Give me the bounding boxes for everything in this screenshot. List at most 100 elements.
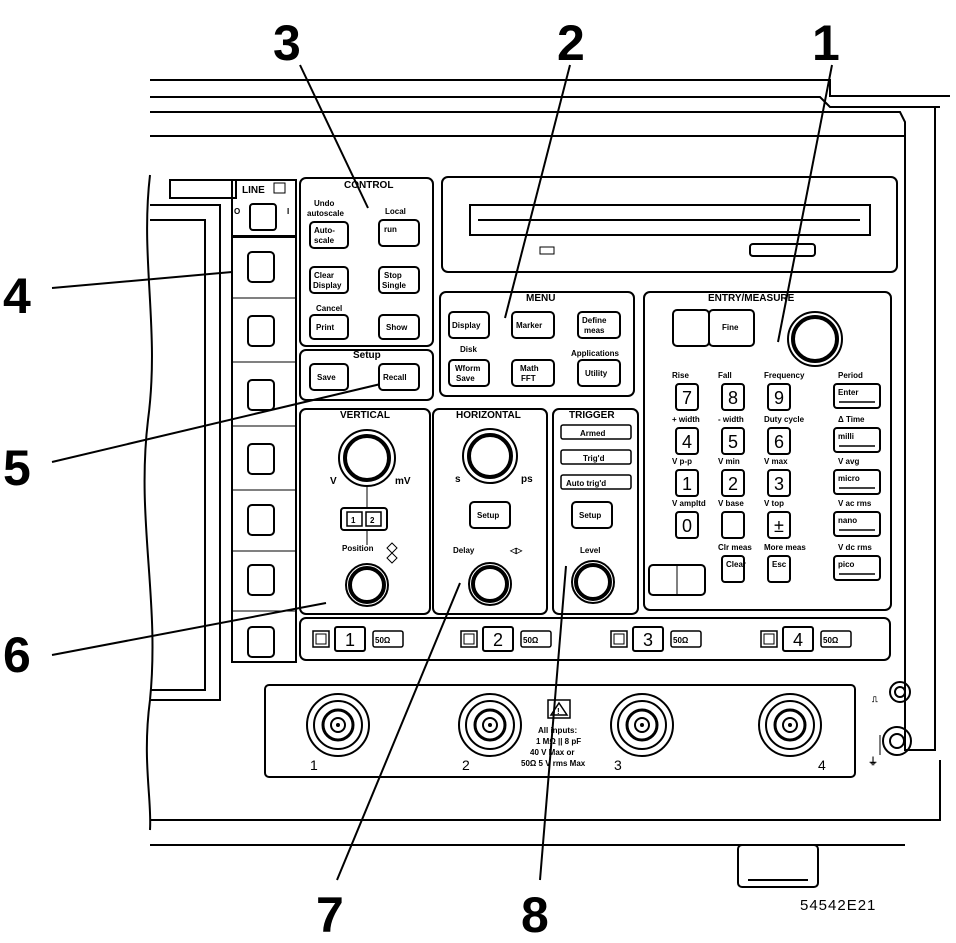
run-button[interactable]: run [378, 219, 420, 247]
power-switch-area: LINE O I [231, 179, 297, 237]
keypad-key-4[interactable]: 4 [675, 427, 699, 455]
svg-text:Wform: Wform [455, 364, 480, 373]
keypad-key-±[interactable]: ± [767, 511, 791, 539]
channel-4-50ohm-button[interactable]: 50Ω [820, 630, 852, 648]
softkey-6[interactable] [232, 564, 296, 612]
power-on-label: I [287, 207, 289, 216]
channel-4-label[interactable]: 4 [782, 626, 814, 652]
menu-title: MENU [526, 293, 555, 304]
channel-1-50ohm-button[interactable]: 50Ω [372, 630, 404, 648]
svg-text:Print: Print [316, 323, 335, 332]
softkey-4[interactable] [232, 443, 296, 491]
fine-button[interactable]: Fine [708, 309, 755, 347]
keypad-key-7[interactable]: 7 [675, 383, 699, 411]
svg-text:Auto-: Auto- [314, 226, 335, 235]
applications-label: Applications [571, 349, 620, 358]
softkey-5[interactable] [232, 504, 296, 552]
svg-text:Marker: Marker [516, 321, 542, 330]
keypad-label: V dc rms [838, 543, 872, 552]
keypad-key-nano[interactable]: nano [833, 511, 881, 537]
delay-knob[interactable] [468, 562, 512, 606]
input-4-bnc-connector[interactable] [758, 693, 822, 757]
trigger-setup-button[interactable]: Setup [571, 501, 613, 529]
input-1-number: 1 [310, 757, 318, 773]
input-3-bnc-connector[interactable] [610, 693, 674, 757]
horizontal-setup-button[interactable]: Setup [469, 501, 511, 529]
eject-button[interactable] [749, 243, 816, 257]
recall-button[interactable]: Recall [378, 363, 420, 391]
softkey-3[interactable] [232, 379, 296, 427]
keypad-key-1[interactable]: 1 [675, 469, 699, 497]
show-button[interactable]: Show [378, 314, 420, 340]
svg-text:scale: scale [314, 236, 335, 245]
keypad-key-milli[interactable]: milli [833, 427, 881, 453]
channel-3-label[interactable]: 3 [632, 626, 664, 652]
marker-button[interactable]: Marker [511, 311, 555, 339]
save-button[interactable]: Save [309, 363, 349, 391]
time-per-div-knob[interactable] [462, 428, 518, 484]
channel-2-on-button[interactable] [460, 630, 478, 648]
channel-1-on-button[interactable] [312, 630, 330, 648]
keypad-key-5[interactable]: 5 [721, 427, 745, 455]
keypad-key-micro[interactable]: micro [833, 469, 881, 495]
keypad-label: + width [672, 415, 700, 424]
keypad-key-Enter[interactable]: Enter [833, 383, 881, 409]
softkey-1[interactable] [232, 251, 296, 299]
print-button[interactable]: Print [309, 314, 349, 340]
ground-terminal: ⏚ [868, 726, 912, 768]
keypad-label: More meas [764, 543, 806, 552]
leader-4 [51, 271, 233, 289]
channel-3-on-button[interactable] [610, 630, 628, 648]
autoscale-button[interactable]: Auto-scale [309, 221, 349, 249]
channel-2-50ohm-button[interactable]: 50Ω [520, 630, 552, 648]
callout-6: 6 [3, 627, 31, 683]
softkey-7[interactable] [247, 626, 275, 658]
input-1-bnc-connector[interactable] [306, 693, 370, 757]
keypad-label: V max [764, 457, 788, 466]
channel-4-on-button[interactable] [760, 630, 778, 648]
keypad-key-pico[interactable]: pico [833, 555, 881, 581]
input-2-bnc-connector[interactable] [458, 693, 522, 757]
keypad-key-Esc[interactable]: Esc [767, 555, 791, 583]
keypad-key-0[interactable]: 0 [675, 511, 699, 539]
keypad-label: Δ Time [838, 415, 865, 424]
softkey-2[interactable] [232, 315, 296, 363]
autoscale-label: autoscale [307, 209, 344, 218]
probe-comp-icon: ⎍ [871, 695, 878, 704]
keypad-key-blank[interactable] [721, 511, 745, 539]
svg-text:±: ± [774, 516, 784, 536]
trigger-level-knob[interactable] [571, 560, 615, 604]
channel-1-select-button[interactable]: 1 [346, 511, 363, 527]
power-button[interactable] [249, 203, 277, 231]
svg-text:Display: Display [313, 281, 342, 290]
auto-trigd-indicator: Auto trig'd [560, 474, 632, 490]
keypad-key-8[interactable]: 8 [721, 383, 745, 411]
keypad-label: Clr meas [718, 543, 752, 552]
blank-key[interactable] [672, 309, 710, 347]
svg-text:Stop: Stop [384, 271, 402, 280]
keypad-key-2[interactable]: 2 [721, 469, 745, 497]
channel-2-select-button[interactable]: 2 [365, 511, 382, 527]
leader-2 [504, 64, 571, 319]
display-button[interactable]: Display [448, 311, 490, 339]
utility-button[interactable]: Utility [577, 359, 621, 387]
keypad-key-3[interactable]: 3 [767, 469, 791, 497]
position-label: Position [342, 544, 374, 553]
volts-per-div-knob[interactable] [338, 429, 396, 487]
keypad-label: V top [764, 499, 784, 508]
svg-text:milli: milli [838, 432, 854, 441]
channel-3-50ohm-button[interactable]: 50Ω [670, 630, 702, 648]
channel-1-label[interactable]: 1 [334, 626, 366, 652]
keypad-key-6[interactable]: 6 [767, 427, 791, 455]
vertical-position-knob[interactable] [345, 563, 389, 607]
svg-text:Show: Show [386, 323, 408, 332]
keypad-key-9[interactable]: 9 [767, 383, 791, 411]
channel-2-label[interactable]: 2 [482, 626, 514, 652]
keypad-key-Clear[interactable]: Clear [721, 555, 746, 583]
entry-knob[interactable] [787, 311, 843, 367]
